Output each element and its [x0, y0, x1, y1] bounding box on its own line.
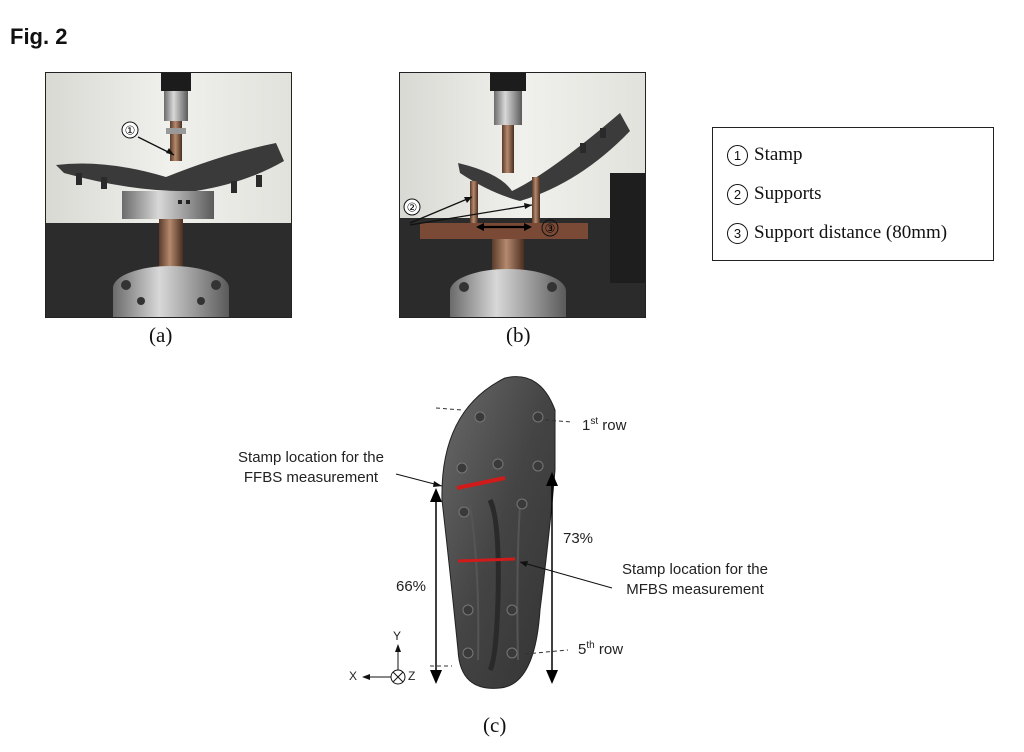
marker-distance-b: ③ [545, 222, 556, 236]
legend-number: 1 [727, 144, 748, 166]
axis-label-x: X [349, 669, 358, 683]
photo-b-illustration: ② ③ [400, 73, 645, 317]
legend-item-supports: 2 Supports [727, 183, 822, 205]
label-5th-row: 5th row [578, 640, 624, 658]
legend-label: Supports [754, 183, 822, 204]
legend-label: Stamp [754, 144, 803, 165]
legend-item-stamp: 1 Stamp [727, 144, 803, 166]
legend-item-support-distance: 3 Support distance (80mm) [727, 222, 947, 244]
label-66-percent: 66% [396, 578, 427, 595]
photo-a-illustration: ① [46, 73, 291, 317]
label-ffbs: Stamp location for the FFBS measurement [238, 449, 384, 486]
legend-box: 1 Stamp 2 Supports 3 Support distance (8… [712, 127, 994, 261]
label-1st-row: 1st row [582, 416, 627, 434]
caption-c: (c) [483, 713, 507, 737]
axis-label-z: Z [408, 669, 416, 683]
axis-label-y: Y [393, 629, 402, 643]
figure-title: Fig. 2 [10, 24, 68, 49]
caption-a: (a) [149, 323, 173, 347]
legend-number: 3 [727, 222, 748, 244]
label-73-percent: 73% [563, 530, 594, 547]
caption-b: (b) [506, 323, 531, 347]
photo-panel-b: ② ③ [399, 72, 646, 318]
photo-panel-a: ① [45, 72, 292, 318]
label-mfbs: Stamp location for the MFBS measurement [622, 561, 768, 598]
sole-diagram [362, 376, 613, 689]
legend-label: Support distance (80mm) [754, 222, 948, 243]
marker-stamp-a: ① [125, 124, 136, 138]
legend-number: 2 [727, 183, 748, 205]
marker-supports-b: ② [407, 201, 418, 215]
